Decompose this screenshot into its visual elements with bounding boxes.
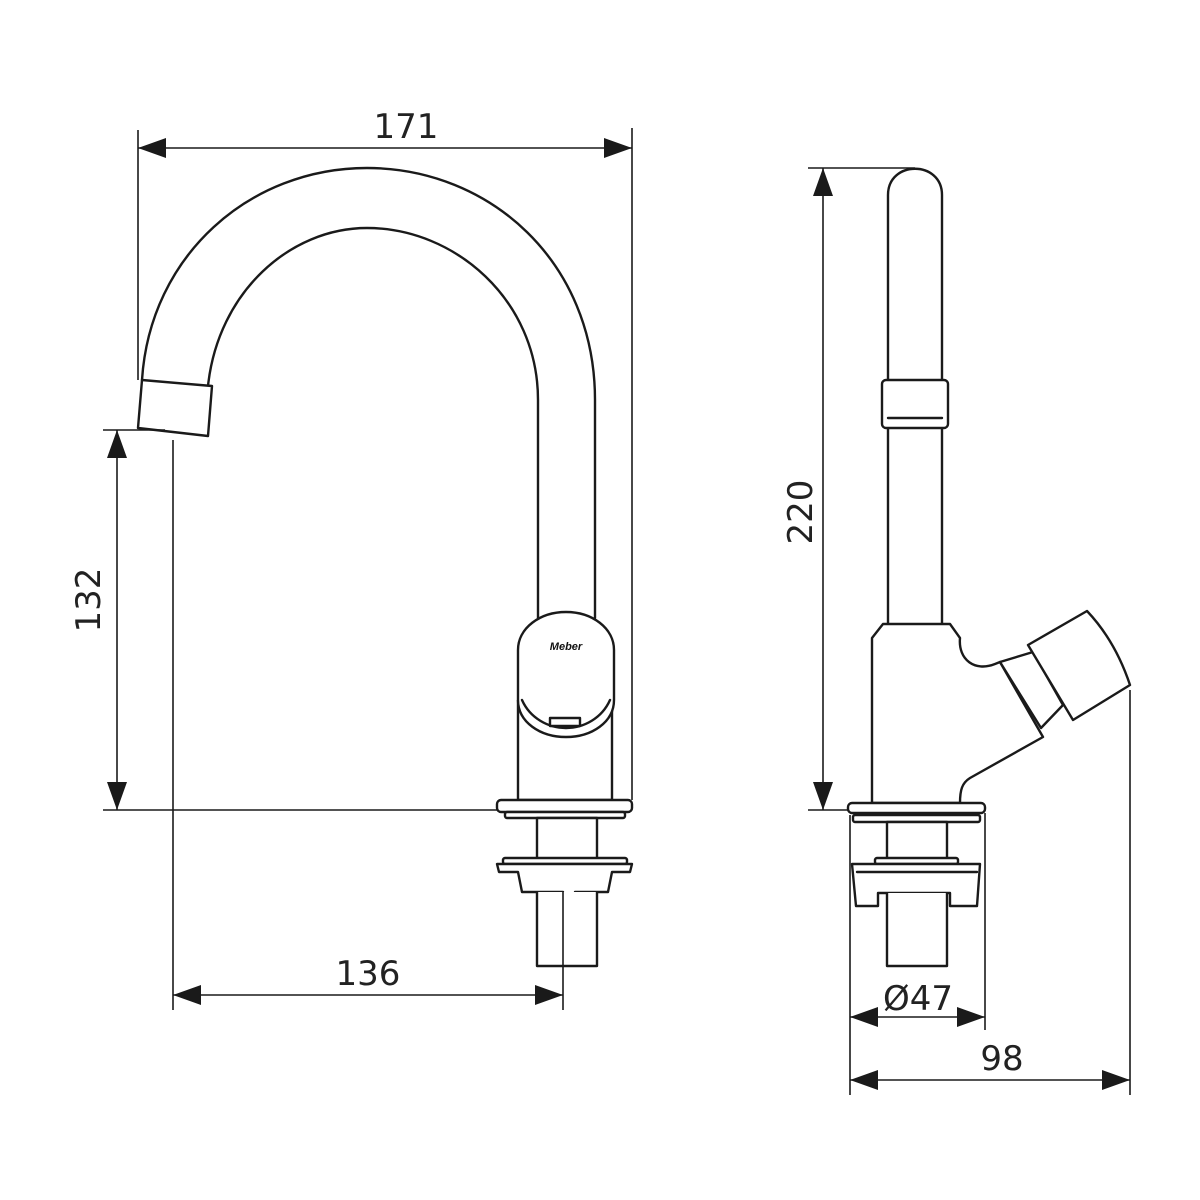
side-shank-upper	[885, 820, 949, 862]
side-flange	[846, 801, 987, 815]
handle	[516, 610, 616, 739]
dimension-lines: 171 132 136 220 Ø47 98	[69, 107, 1131, 1095]
dim-overall-width: 171	[374, 107, 439, 147]
side-view	[846, 167, 1132, 968]
front-view: Meber	[136, 166, 634, 968]
push-button	[1026, 609, 1132, 722]
side-shank-lower	[885, 893, 949, 968]
side-body	[870, 622, 1045, 805]
dim-spout-height: 132	[69, 568, 109, 633]
dim-depth: 98	[980, 1039, 1023, 1079]
dim-spout-reach: 136	[336, 954, 401, 994]
shank-upper	[535, 816, 599, 862]
brand-logo: Meber	[550, 641, 583, 653]
base-flange	[495, 798, 634, 814]
shank-lower	[535, 892, 599, 968]
spout-inner	[206, 226, 540, 620]
arrowheads	[850, 1007, 985, 1027]
aerator	[136, 378, 214, 438]
dim-base-diameter: Ø47	[883, 979, 953, 1019]
dim-total-height: 220	[781, 480, 821, 545]
handle-lower-arc	[520, 698, 612, 730]
handle-slot	[548, 716, 582, 728]
side-ring	[880, 378, 950, 430]
side-nut	[850, 862, 982, 908]
arrowheads	[850, 1070, 1130, 1090]
spout-outer	[140, 166, 597, 620]
